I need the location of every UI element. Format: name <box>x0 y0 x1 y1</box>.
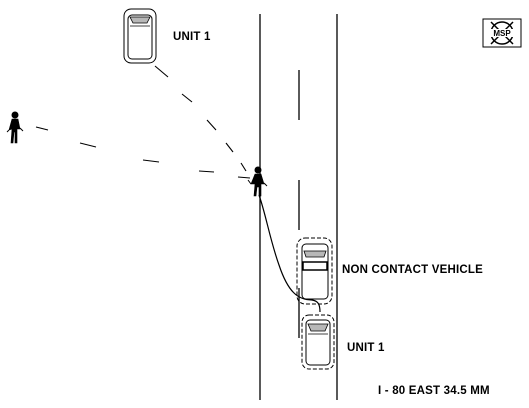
label-non-contact-vehicle: NON CONTACT VEHICLE <box>342 264 483 276</box>
unit1-path <box>154 65 247 172</box>
agency-logo-icon: MSP <box>482 18 522 48</box>
vehicle-unit1-top <box>123 8 157 64</box>
vehicle-non-contact <box>296 237 333 305</box>
pedestrian-path <box>35 126 251 179</box>
label-location: I - 80 EAST 34.5 MM <box>378 385 490 397</box>
vehicle-unit1-bottom <box>301 314 335 370</box>
logo-text: MSP <box>493 29 511 38</box>
pedestrian-figure-left <box>6 111 24 144</box>
pedestrian-figure-impact <box>247 166 268 197</box>
post-impact-trajectory <box>258 194 321 313</box>
label-unit1-top: UNIT 1 <box>173 31 211 43</box>
label-unit1-bottom: UNIT 1 <box>347 342 385 354</box>
